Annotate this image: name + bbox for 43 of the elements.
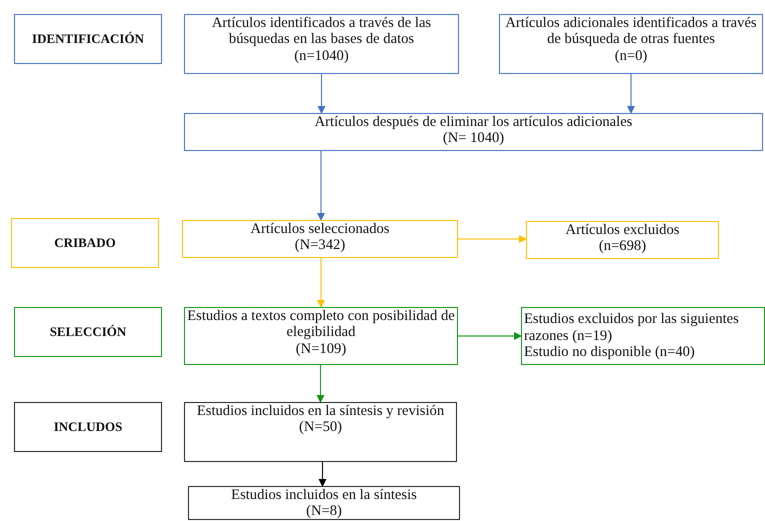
box-text: Artículos adicionales identificados a través de búsqueda de otras fuentes: [504, 15, 758, 48]
process-box: [184, 14, 459, 74]
stage-label: CRIBADO: [54, 235, 116, 251]
arrow: [318, 462, 326, 487]
arrow: [317, 258, 325, 308]
process-box: [521, 307, 765, 365]
box-text: (n=698): [598, 238, 646, 255]
box-text: (N=50): [298, 419, 342, 436]
box-text: Estudios incluidos en la síntesis y revisión: [196, 403, 444, 420]
stage-label-box: [11, 218, 159, 268]
box-text: (n=1040): [294, 48, 349, 64]
process-box: [499, 14, 763, 74]
stage-label: IDENTIFICACIÓN: [32, 31, 144, 47]
process-box: [188, 486, 460, 520]
arrow: [627, 74, 635, 114]
process-box: [184, 402, 457, 462]
stage-label-box: [14, 14, 162, 64]
box-text: Artículos después de eliminar los artículos adicionales: [314, 114, 632, 130]
process-box: [184, 307, 458, 365]
box-text: (N= 1040): [442, 130, 504, 147]
box-text: (N=8): [306, 503, 342, 520]
stage-label-box: [14, 402, 162, 452]
box-text: Estudios a textos completo con posibilidad de elegibilidad: [187, 308, 455, 341]
stage-label: INCLUDOS: [54, 419, 122, 435]
arrow: [318, 74, 326, 114]
box-text: (n=0): [614, 48, 648, 64]
box-text: Estudios excluidos por las siguientes razones (n=19): [524, 311, 740, 344]
box-text: (N=342): [294, 237, 346, 254]
box-text: Artículos excluidos: [566, 222, 680, 238]
box-text: Artículos identificados a través de las búsquedas en las bases de datos: [210, 15, 432, 48]
arrow: [317, 150, 325, 221]
box-text: (N=109): [296, 340, 346, 358]
box-text: Estudios incluidos en la síntesis: [231, 487, 417, 504]
arrow: [458, 332, 522, 340]
process-box: [182, 220, 458, 258]
stage-label-box: [14, 307, 162, 357]
box-text: Artículos seleccionados: [250, 221, 390, 238]
process-box: [184, 113, 763, 151]
process-box: [526, 221, 719, 259]
box-text: Estudio no disponible (n=40): [524, 344, 695, 361]
arrow: [316, 364, 324, 403]
stage-label: SELECCIÓN: [50, 324, 126, 340]
arrow: [458, 235, 527, 243]
